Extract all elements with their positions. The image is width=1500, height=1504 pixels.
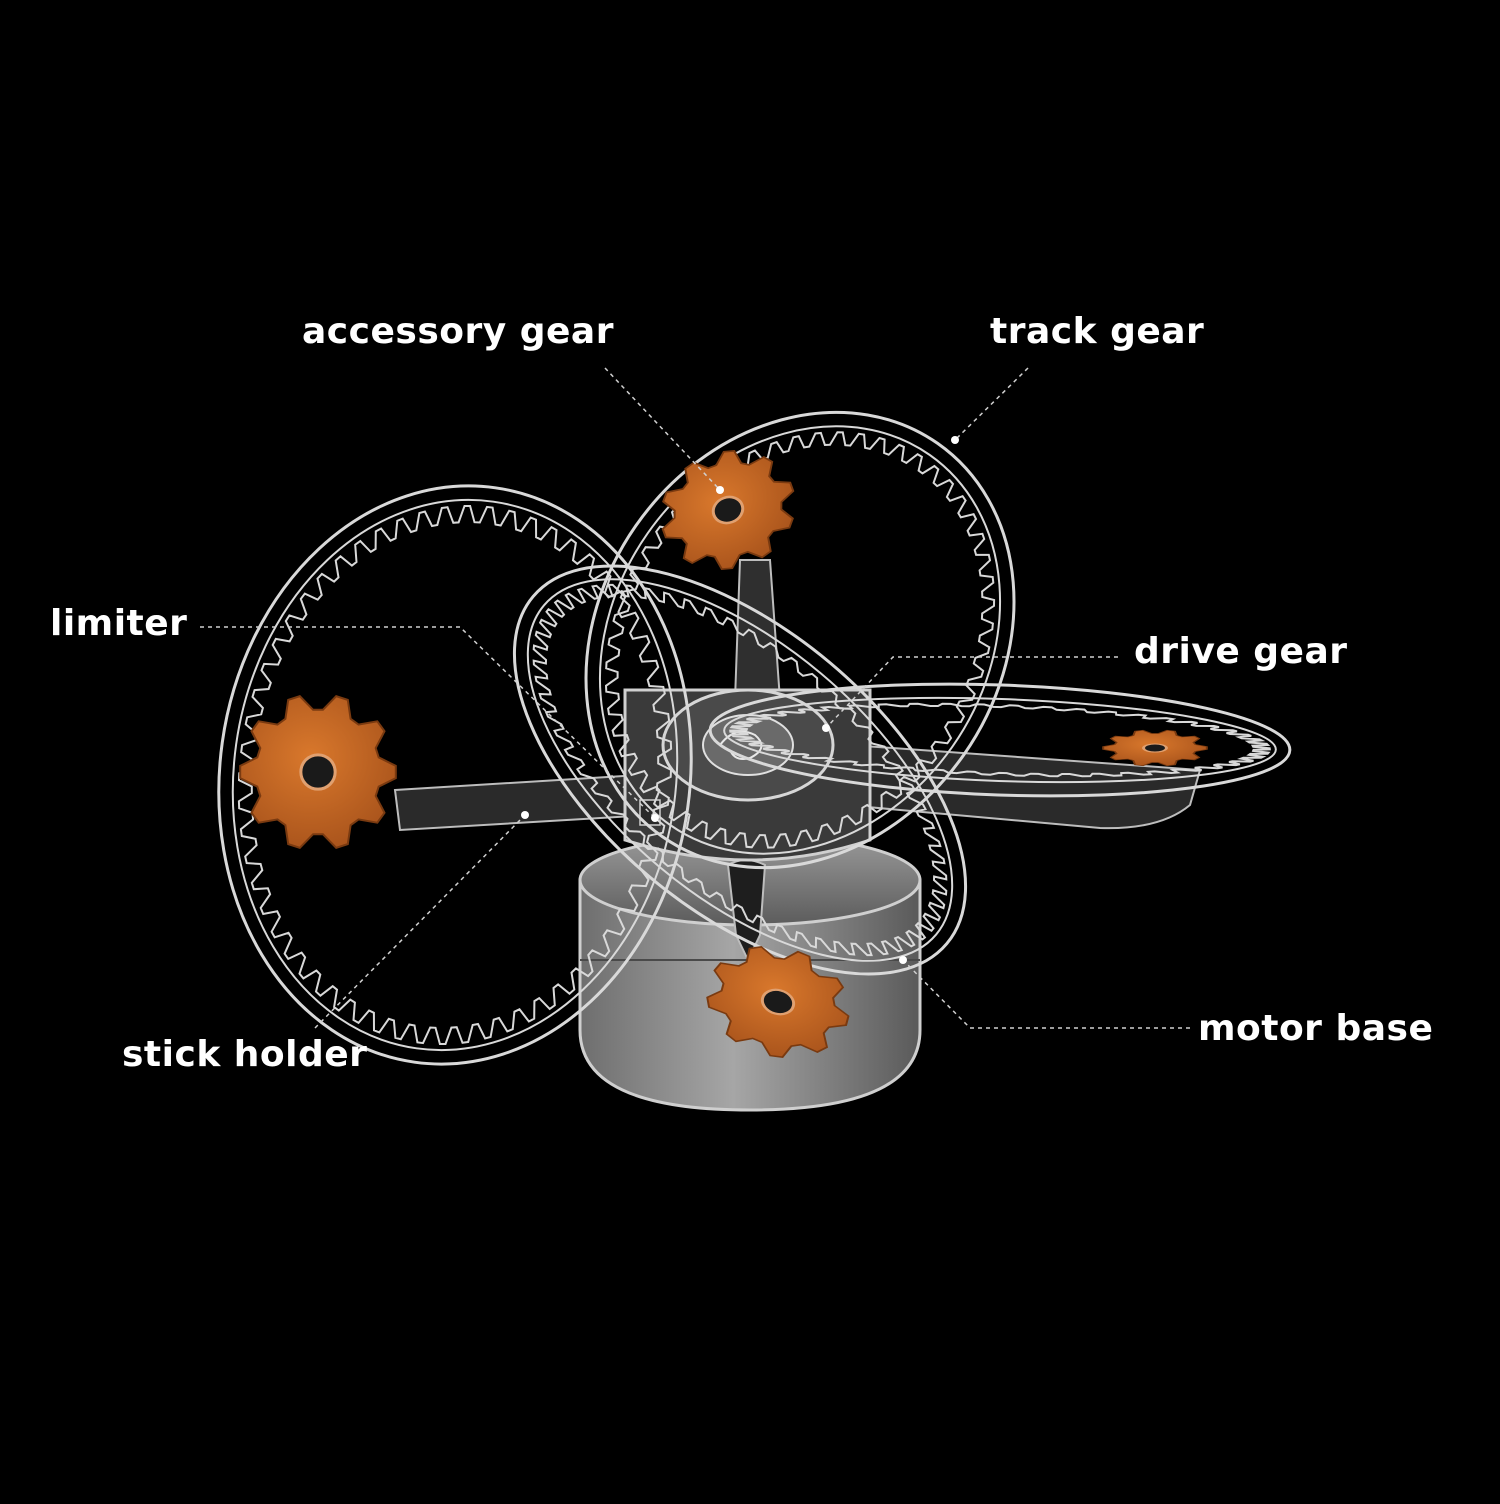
orange-gear [661,450,795,570]
track-belt [217,484,693,1066]
track-belts [217,410,1292,1066]
orange-gear [239,695,397,849]
leader-dots [521,436,959,964]
belt-outline [598,425,1002,855]
accessory-gears [239,450,1208,1058]
label-stick-holder: stick holder [122,1034,368,1075]
orange-gear [1102,729,1208,767]
leader-stick-holder [314,814,526,1029]
track-belt [584,410,1016,870]
orange-gear [706,945,850,1058]
track-belt [512,564,968,976]
belt-outline [217,484,693,1066]
stick-holder-arms [393,559,1202,963]
label-track-gear: track gear [990,311,1205,352]
track-belt [708,682,1292,798]
belt-teeth [604,431,996,849]
belt-teeth [237,505,673,1045]
belt-outline [512,564,968,976]
belt-outline [723,696,1277,784]
belt-teeth [729,702,1271,778]
leader-limiter [200,626,656,819]
leader-lines [200,367,1190,1029]
belt-outline [584,410,1016,870]
label-limiter: limiter [50,603,188,644]
leader-track-gear [954,367,1029,441]
leader-drive-gear [825,656,1118,729]
label-motor-base: motor base [1198,1008,1434,1049]
label-drive-gear: drive gear [1134,631,1348,672]
leader-accessory-gear [604,367,721,491]
leader-motor-base [902,959,1190,1029]
belt-outline [708,682,1292,798]
belt-teeth [532,583,948,957]
label-accessory-gear: accessory gear [302,311,614,352]
belt-outline [526,578,954,962]
